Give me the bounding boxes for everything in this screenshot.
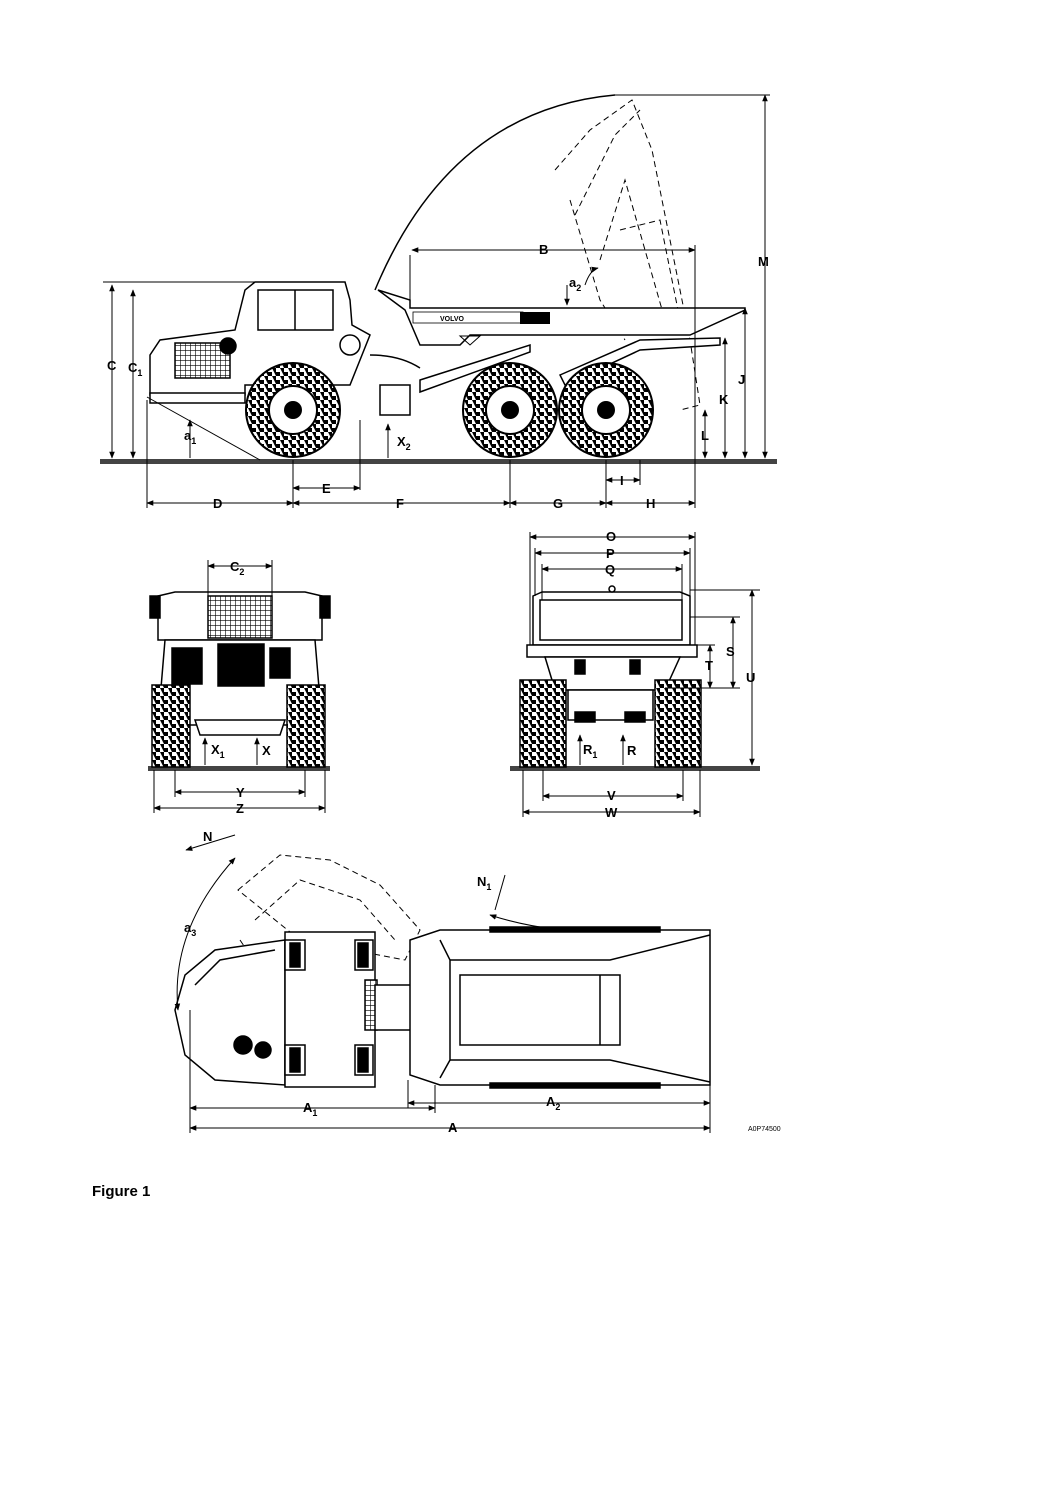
dim-label-c2: C2 xyxy=(230,559,244,577)
dim-label-f: F xyxy=(396,496,404,511)
dim-label-k: K xyxy=(719,392,729,407)
dim-label-a2-length: A2 xyxy=(546,1094,560,1112)
dim-label-j: J xyxy=(738,372,745,387)
dim-label-c: C xyxy=(107,358,117,373)
dim-label-y: Y xyxy=(236,785,245,800)
dim-label-a2: a2 xyxy=(569,275,581,293)
dim-label-x1: X1 xyxy=(211,742,225,760)
dim-label-r: R xyxy=(627,743,637,758)
dim-label-t: T xyxy=(705,658,713,673)
dim-label-v: V xyxy=(607,788,616,803)
dim-label-n: N xyxy=(203,829,212,844)
dim-label-g: G xyxy=(553,496,563,511)
drawing-code: A0P74500 xyxy=(748,1126,781,1133)
front-view: C2 X1 X Y Z xyxy=(148,559,331,816)
dump-body: VOLVO xyxy=(377,255,746,346)
dim-label-w: W xyxy=(605,805,618,820)
wheel-middle xyxy=(462,362,558,458)
dim-label-c1: C1 xyxy=(128,360,142,378)
raised-body-outline xyxy=(554,99,701,411)
wheel-front xyxy=(245,362,341,458)
tractor-unit xyxy=(149,281,721,416)
dim-label-o: O xyxy=(606,529,616,544)
top-view: N a3 N1 A1 A2 A A0P74500 xyxy=(174,829,781,1135)
dim-label-l: L xyxy=(701,428,709,443)
dim-label-n1: N1 xyxy=(477,874,491,892)
tipping-arc xyxy=(374,94,616,291)
dim-label-a1-length: A1 xyxy=(303,1100,317,1118)
ground-line-front xyxy=(148,766,330,771)
dim-label-a-length: A xyxy=(448,1120,458,1135)
dim-label-i: I xyxy=(620,473,624,488)
dim-label-x2: X2 xyxy=(397,434,411,452)
dim-label-a1: a1 xyxy=(184,428,196,446)
dim-label-h: H xyxy=(646,496,655,511)
dim-label-x: X xyxy=(262,743,271,758)
wheel-rear xyxy=(558,362,654,458)
dim-label-s: S xyxy=(726,644,735,659)
dim-label-b: B xyxy=(539,242,548,257)
dim-label-z: Z xyxy=(236,801,244,816)
figure-caption: Figure 1 xyxy=(92,1183,151,1200)
dim-label-e: E xyxy=(322,481,331,496)
brand-text: VOLVO xyxy=(440,316,465,323)
side-view: VOLVO xyxy=(100,94,777,511)
dim-label-p: P xyxy=(606,546,615,561)
dim-label-r1: R1 xyxy=(583,742,597,760)
dim-label-d: D xyxy=(213,496,222,511)
dim-label-q: Q xyxy=(605,562,615,577)
ground-line-rear xyxy=(510,766,760,771)
rear-view: O P Q S T U R1 R V W xyxy=(510,529,760,820)
ground-line-side xyxy=(100,459,777,464)
dim-label-m: M xyxy=(758,254,769,269)
dim-label-u: U xyxy=(746,670,755,685)
dim-label-a3: a3 xyxy=(184,920,196,938)
